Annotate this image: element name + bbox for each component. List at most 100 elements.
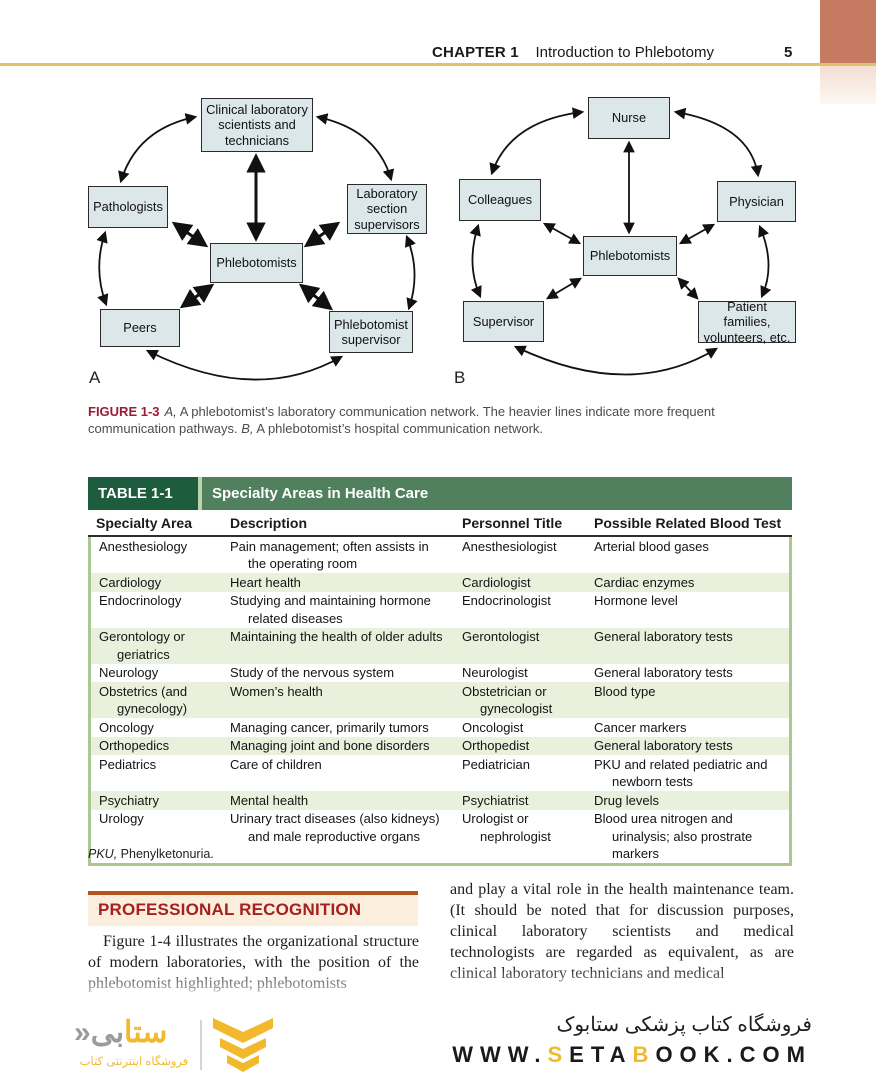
table-cell: Neurologist xyxy=(462,665,528,680)
node-phlebotomist-supervisor: Phlebotomist supervisor xyxy=(329,311,413,353)
table-cell: Anesthesiology xyxy=(99,538,188,554)
column-header: Specialty Area xyxy=(96,515,192,531)
node-phlebotomists-b: Phlebotomists xyxy=(583,236,677,276)
chapter-title: Introduction to Phlebotomy xyxy=(535,44,714,61)
diagram-a: Clinical laboratory scientists and techn… xyxy=(75,85,437,405)
table-cell: Orthopedics xyxy=(99,738,170,753)
table-cell: Hormone level xyxy=(594,593,678,608)
text-part: S xyxy=(547,1042,570,1067)
bottom-fade xyxy=(0,966,876,1014)
node-peers: Peers xyxy=(100,309,180,347)
table-row: Obstetrics (and gynecology)Women’s healt… xyxy=(91,682,789,718)
node-patient-families: Patient families, volunteers, etc. xyxy=(698,299,796,345)
table-column-headers: Specialty Area Description Personnel Tit… xyxy=(88,510,792,537)
table-cell: Pediatrics xyxy=(99,756,157,772)
table-row: Pediatrics Care of children Pediatrician PK… xyxy=(91,755,789,791)
node-clinical-lab-scientists: Clinical laboratory scientists and techn… xyxy=(201,98,313,152)
node-supervisor: Supervisor xyxy=(463,301,544,342)
table-cell: Study of the nervous system xyxy=(230,665,395,680)
table-cell: Cancer markers xyxy=(594,719,687,735)
footnote-abbr: PKU, xyxy=(88,847,118,861)
setabook-logo-wordmark: ستابی« xyxy=(74,1016,194,1050)
footnote-text: Phenylketonuria. xyxy=(117,847,214,861)
diagram-b-label: B xyxy=(454,368,466,387)
table-cell: Oncology xyxy=(99,719,154,735)
footer-right-block: فروشگاه کتاب پزشکی ستابوک WWW.SETABOOK.C… xyxy=(452,1012,812,1068)
running-header: CHAPTER 1 Introduction to Phlebotomy xyxy=(432,44,714,61)
table-cell: Neurology xyxy=(99,665,159,680)
chapter-label: CHAPTER 1 xyxy=(432,44,519,61)
corner-salmon-block xyxy=(820,0,876,63)
table-cell: Pain management; often assists in the op… xyxy=(230,538,429,572)
corner-pink-block xyxy=(820,66,876,104)
table-cell: Obstetrics (and gynecology) xyxy=(99,683,188,717)
column-header: Personnel Title xyxy=(462,515,563,531)
table-row: Neurology Study of the nervous system Neur… xyxy=(91,664,789,683)
table-cell: Psychiatry xyxy=(99,792,159,808)
table-cell: Maintaining the health of older adults xyxy=(230,629,443,644)
table-cell: Urologist or nephrologist xyxy=(462,811,551,844)
diagram-b-arrows xyxy=(469,107,772,376)
node-colleagues: Colleagues xyxy=(459,179,541,221)
table-cell: Blood type xyxy=(594,683,656,699)
table-cell: Blood urea nitrogen and urinalysis; also… xyxy=(594,811,753,861)
specialty-table: TABLE 1-1 Specialty Areas in Health Care… xyxy=(88,477,792,866)
table-cell: PKU and related pediatric and newborn te… xyxy=(594,756,768,790)
table-body: Anesthesiology Pain management; often ass… xyxy=(88,537,792,866)
diagram-a-arrows xyxy=(96,113,418,381)
table-cell: Anesthesiologist xyxy=(462,538,557,554)
table-cell: Endocrinology xyxy=(99,593,182,608)
table-cell: Gerontology or geriatrics xyxy=(99,629,185,662)
caption-part: A phlebotomist’s laboratory communicatio… xyxy=(88,404,715,436)
table-cell: Care of children xyxy=(230,756,322,772)
table-cell: Heart health xyxy=(230,574,301,590)
table-cell: Studying and maintaining hormone related… xyxy=(230,593,431,626)
node-pathologists: Pathologists xyxy=(88,186,168,228)
diagram-b: Nurse Colleagues Physician Phlebotomists… xyxy=(440,85,810,405)
table-cell: Endocrinologist xyxy=(462,593,551,608)
table-cell: Cardiologist xyxy=(462,574,531,590)
table-cell: Cardiac enzymes xyxy=(594,574,695,590)
table-title: Specialty Areas in Health Care xyxy=(198,477,792,510)
table-cell: Managing joint and bone disorders xyxy=(230,738,430,753)
text-part: ETA xyxy=(569,1042,633,1067)
table-cell: Drug levels xyxy=(594,792,660,808)
column-header: Possible Related Blood Test xyxy=(594,515,782,531)
table-cell: Oncologist xyxy=(462,719,524,735)
table-footnote: PKU, Phenylketonuria. xyxy=(88,847,214,861)
table-row: Orthopedics Managing joint and bone disor… xyxy=(91,736,789,755)
caption-part: B, xyxy=(241,421,254,436)
table-row: Oncology Managing cancer, primarily tumor… xyxy=(91,718,789,737)
page-number: 5 xyxy=(784,44,793,61)
table-row: Gerontology or geriatrics Maintaining the… xyxy=(91,627,789,664)
header-gold-rule xyxy=(0,63,876,66)
footer-url: WWW.SETABOOK.COM xyxy=(452,1042,812,1068)
table-cell: Obstetrician or gynecologist xyxy=(462,683,553,717)
text-part: WWW. xyxy=(452,1042,548,1067)
setabook-chevron-icon xyxy=(213,1018,273,1072)
table-cell: Orthopedist xyxy=(462,738,530,753)
logo-divider xyxy=(200,1020,202,1070)
caption-part: A phlebotomist’s hospital communication … xyxy=(253,421,544,436)
text-part: B xyxy=(632,1042,656,1067)
table-cell: Pediatrician xyxy=(462,756,530,772)
text-part: ستا xyxy=(124,1016,168,1049)
table-cell: Gerontologist xyxy=(462,629,540,644)
table-label: TABLE 1-1 xyxy=(88,477,198,510)
setabook-logo-tagline: فروشگاه اینترنتی کتاب xyxy=(79,1056,189,1068)
table-cell: General laboratory tests xyxy=(594,665,733,680)
diagram-a-label: A xyxy=(89,368,101,387)
caption-part: A, xyxy=(164,404,177,419)
table-cell: Managing cancer, primarily tumors xyxy=(230,719,429,735)
section-heading: PROFESSIONAL RECOGNITION xyxy=(88,891,418,926)
store-name: فروشگاه کتاب پزشکی ستابوک xyxy=(556,1014,812,1036)
node-physician: Physician xyxy=(717,181,796,222)
table-cell: Arterial blood gases xyxy=(594,538,709,554)
node-nurse: Nurse xyxy=(588,97,670,139)
footer-watermark: ستابی« فروشگاه اینترنتی کتاب فروشگاه کتا… xyxy=(0,1010,876,1080)
text-part: OOK.COM xyxy=(655,1042,812,1067)
